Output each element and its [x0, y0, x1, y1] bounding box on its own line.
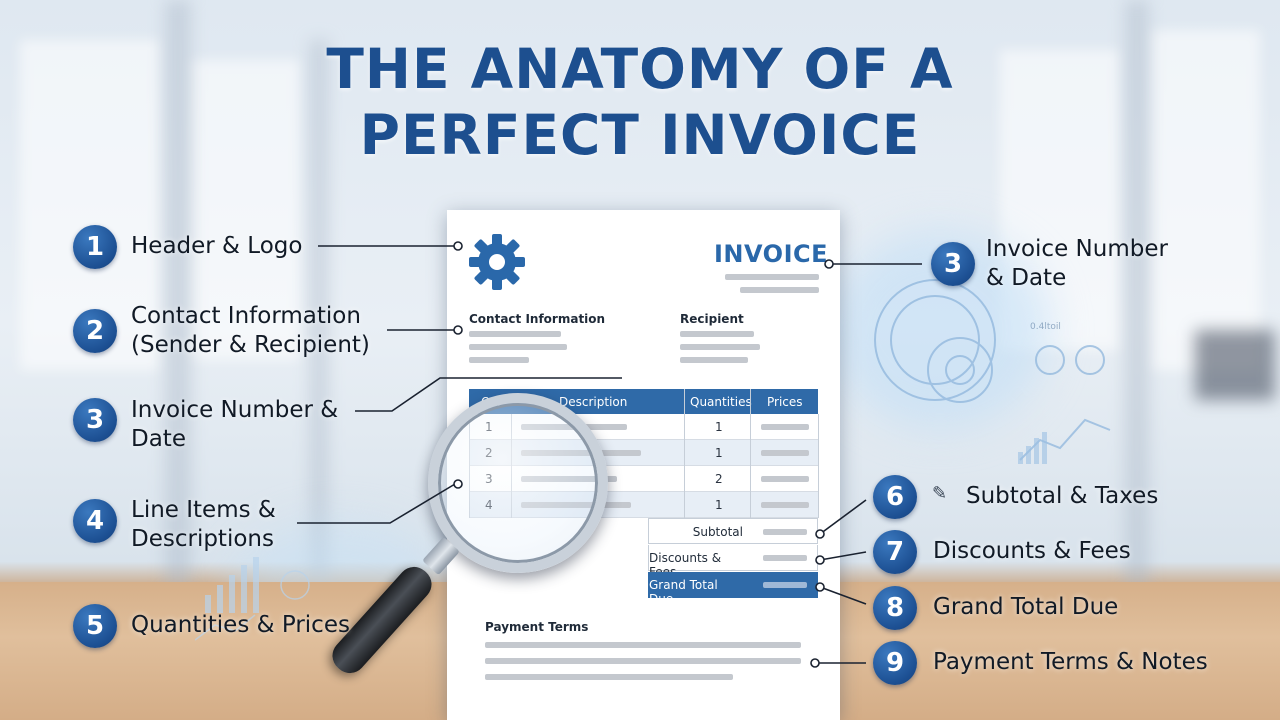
row-quantity: 1	[715, 498, 723, 512]
callout-badge-7: 7	[873, 530, 917, 574]
price-placeholder	[761, 476, 809, 482]
callout-badge-1: 1	[73, 225, 117, 269]
grand-total-row: Grand Total Due	[648, 572, 818, 606]
title-line-1: THE ANATOMY OF A	[326, 37, 954, 101]
callout-invoice-number-date: Invoice Number & Date	[131, 396, 338, 454]
callout-grand-total-due: Grand Total Due	[933, 593, 1118, 622]
recipient-label: Recipient	[680, 312, 744, 326]
col-header-prices: Prices	[767, 395, 803, 409]
callout-line-items: Line Items & Descriptions	[131, 496, 276, 554]
price-placeholder	[761, 424, 809, 430]
recipient-line	[680, 357, 748, 363]
callout-discounts-fees: Discounts & Fees	[933, 537, 1131, 566]
callout-badge-4: 4	[73, 499, 117, 543]
holographic-bars-decoration	[195, 557, 310, 641]
contact-line	[469, 344, 567, 350]
callout-label: Header & Logo	[131, 233, 303, 259]
payment-line	[485, 674, 733, 680]
payment-line	[485, 642, 801, 648]
contact-line	[469, 357, 529, 363]
callout-label: Contact Information	[131, 303, 361, 329]
table-divider	[818, 414, 819, 518]
gear-icon	[469, 234, 525, 290]
callout-badge-6: 6	[873, 475, 917, 519]
callout-label: Subtotal & Taxes	[966, 483, 1159, 509]
page-title: THE ANATOMY OF A PERFECT INVOICE	[0, 36, 1280, 168]
callout-header-logo: Header & Logo	[131, 232, 302, 261]
callout-label: Date	[131, 426, 186, 452]
invoice-heading: INVOICE	[714, 240, 829, 268]
recipient-line	[680, 344, 760, 350]
callout-label: Descriptions	[131, 526, 274, 552]
price-placeholder	[761, 502, 809, 508]
discounts-placeholder	[763, 555, 807, 561]
subtotal-label: Subtotal	[692, 525, 743, 539]
invoice-date-placeholder	[740, 287, 819, 293]
callout-label: Discounts & Fees	[933, 538, 1131, 564]
callout-payment-terms-notes: Payment Terms & Notes	[933, 648, 1208, 677]
holographic-gears-decoration	[874, 279, 1111, 464]
col-header-quantities: Quantities	[690, 395, 752, 409]
callout-invoice-number-date-right: Invoice Number & Date	[986, 235, 1168, 293]
callout-label: Line Items &	[131, 497, 276, 523]
callout-label: Invoice Number	[986, 236, 1168, 262]
callout-subtotal-taxes: Subtotal & Taxes	[966, 482, 1158, 511]
price-placeholder	[761, 450, 809, 456]
callout-badge-2: 2	[73, 309, 117, 353]
callout-badge-3: 3	[73, 398, 117, 442]
payment-line	[485, 658, 801, 664]
calculator-icon: ✎	[932, 483, 948, 504]
recipient-line	[680, 331, 754, 337]
callout-label: (Sender & Recipient)	[131, 332, 370, 358]
grand-total-label: Grand Total Due	[649, 578, 718, 606]
col-header-description: Description	[559, 395, 628, 409]
callout-label: Quantities & Prices	[131, 612, 350, 638]
callout-badge-5: 5	[73, 604, 117, 648]
invoice-number-placeholder	[725, 274, 819, 280]
row-quantity: 2	[715, 472, 723, 486]
callout-label: Grand Total Due	[933, 594, 1119, 620]
subtotal-row: Subtotal	[648, 518, 818, 544]
callout-badge-8: 8	[873, 586, 917, 630]
table-divider	[684, 389, 685, 518]
row-quantity: 1	[715, 420, 723, 434]
discounts-row: Discounts & Fees	[648, 545, 818, 579]
callout-label: & Date	[986, 265, 1067, 291]
grand-total-placeholder	[763, 582, 807, 588]
callout-badge-9: 9	[873, 641, 917, 685]
callout-contact-information: Contact Information (Sender & Recipient)	[131, 302, 370, 360]
callout-quantities-prices: Quantities & Prices	[131, 611, 350, 640]
magnifying-glass-lens	[428, 393, 608, 573]
title-line-2: PERFECT INVOICE	[359, 103, 921, 167]
contact-information-label: Contact Information	[469, 312, 606, 326]
callout-label: Invoice Number &	[131, 397, 339, 423]
row-quantity: 1	[715, 446, 723, 460]
callout-label: Payment Terms & Notes	[933, 649, 1208, 675]
contact-line	[469, 331, 561, 337]
callout-badge-3-right: 3	[931, 242, 975, 286]
holo-label: 0.4ltoil	[1030, 322, 1061, 332]
payment-terms-label: Payment Terms	[485, 620, 589, 634]
table-divider	[750, 389, 751, 518]
subtotal-placeholder	[763, 529, 807, 535]
